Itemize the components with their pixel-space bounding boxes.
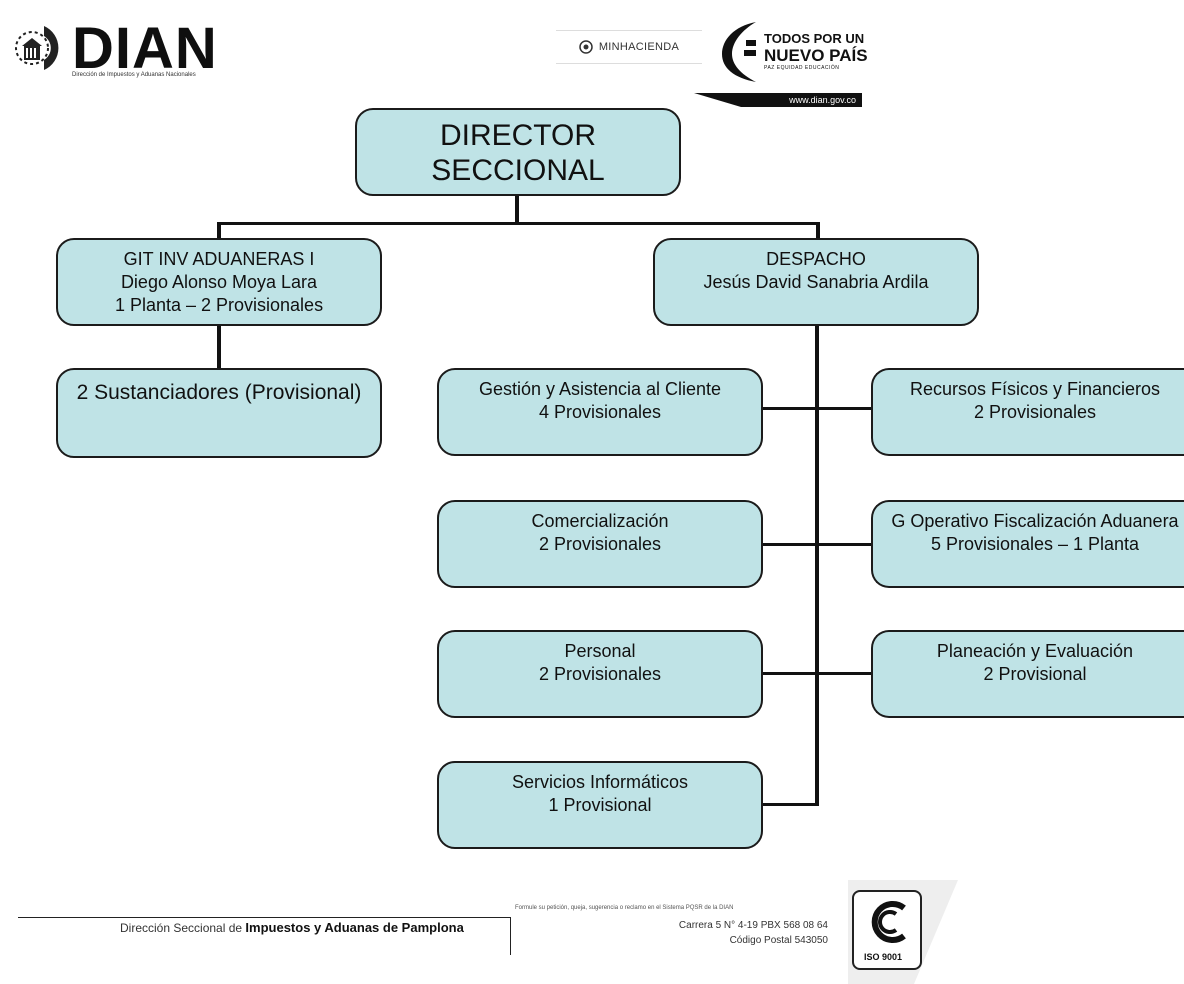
gestion-title: Gestión y Asistencia al Cliente [478,379,722,399]
iso-logo-icon [871,901,906,943]
git-inv-aduaneras-box[interactable]: GIT INV ADUANERAS I Diego Alonso Moya La… [56,238,382,326]
footer-office-name: Impuestos y Aduanas de Pamplona [245,920,464,935]
footer-postal-code: Código Postal 543050 [729,935,828,946]
minhacienda-logo: MINHACIENDA [556,30,702,64]
despacho-title: DESPACHO [766,249,866,269]
gestion-staff: 4 Provisionales [538,402,662,423]
footer-divider [510,917,511,955]
connector-to-git [217,222,221,240]
website-banner: www.dian.gov.co [694,93,862,107]
operativo-title: G Operativo Fiscalización Aduanera [891,511,1179,531]
iso-certification-badge: ISO 9001 [852,890,922,970]
planeacion-evaluacion-box[interactable]: Planeación y Evaluación 2 Provisional [871,630,1184,718]
website-link[interactable]: www.dian.gov.co [789,95,856,105]
operativo-fiscalizacion-box[interactable]: G Operativo Fiscalización Aduanera 5 Pro… [871,500,1184,588]
footer-rule [18,917,510,918]
comercializacion-staff: 2 Provisionales [538,534,662,555]
connector-gestion-recursos [761,407,873,410]
connector-comercializacion-operativo [761,543,873,546]
footer-pqsr-note: Formule su petición, queja, sugerencia o… [515,905,734,911]
sustanciadores-box[interactable]: 2 Sustanciadores (Provisional) [56,368,382,458]
planeacion-staff: 2 Provisional [983,664,1087,685]
personal-title: Personal [564,641,636,661]
connector-servicios [761,803,819,806]
connector-personal-planeacion [761,672,873,675]
director-seccional-box[interactable]: DIRECTOR SECCIONAL [355,108,681,196]
servicios-title: Servicios Informáticos [511,772,689,792]
slogan-line1: TODOS POR UN [764,31,865,46]
despacho-person: Jesús David Sanabria Ardila [703,272,929,293]
servicios-staff: 1 Provisional [548,795,652,816]
dian-logo-text: DIAN [72,16,218,81]
slogan-line2: NUEVO PAÍS [764,46,868,65]
director-title-line1: DIRECTOR [439,119,597,152]
git-person: Diego Alonso Moya Lara [120,272,318,293]
comercializacion-title: Comercialización [531,511,669,531]
personal-box[interactable]: Personal 2 Provisionales [437,630,763,718]
git-title: GIT INV ADUANERAS I [123,249,315,269]
connector-despacho-spine [815,324,819,805]
director-title-line2: SECCIONAL [431,154,605,188]
git-staff: 1 Planta – 2 Provisionales [114,295,324,316]
todos-por-un-nuevo-pais-logo: TODOS POR UN NUEVO PAÍS PAZ EQUIDAD EDUC… [716,20,868,84]
recursos-title: Recursos Físicos y Financieros [909,379,1161,399]
servicios-informaticos-box[interactable]: Servicios Informáticos 1 Provisional [437,761,763,849]
recursos-staff: 2 Provisionales [973,402,1097,423]
planeacion-title: Planeación y Evaluación [936,641,1134,661]
footer-office-prefix: Dirección Seccional de [120,921,243,935]
flag-swoosh-icon [722,22,756,82]
despacho-box[interactable]: DESPACHO Jesús David Sanabria Ardila [653,238,979,326]
connector-to-despacho [816,222,820,240]
ministry-label: MINHACIENDA [598,41,680,53]
sustanciadores-label: 2 Sustanciadores (Provisional) [76,381,362,404]
dian-emblem-icon [15,26,59,70]
footer-address: Carrera 5 N° 4-19 PBX 568 08 64 [678,920,828,931]
footer-office: Dirección Seccional de Impuestos y Aduan… [120,920,464,935]
slogan-line3: PAZ EQUIDAD EDUCACIÓN [764,65,840,71]
dian-logo: DIAN Dirección de Impuestos y Aduanas Na… [8,16,228,82]
comercializacion-box[interactable]: Comercialización 2 Provisionales [437,500,763,588]
recursos-fisicos-box[interactable]: Recursos Físicos y Financieros 2 Provisi… [871,368,1184,456]
shield-icon [579,40,593,54]
personal-staff: 2 Provisionales [538,664,662,685]
iso-label: ISO 9001 [864,952,903,962]
connector-director-down [515,194,519,224]
gestion-asistencia-box[interactable]: Gestión y Asistencia al Cliente 4 Provis… [437,368,763,456]
connector-git-to-sustanciadores [217,324,221,370]
connector-top-bar [217,222,820,225]
operativo-staff: 5 Provisionales – 1 Planta [930,534,1140,555]
dian-logo-tagline: Dirección de Impuestos y Aduanas Naciona… [72,72,196,78]
